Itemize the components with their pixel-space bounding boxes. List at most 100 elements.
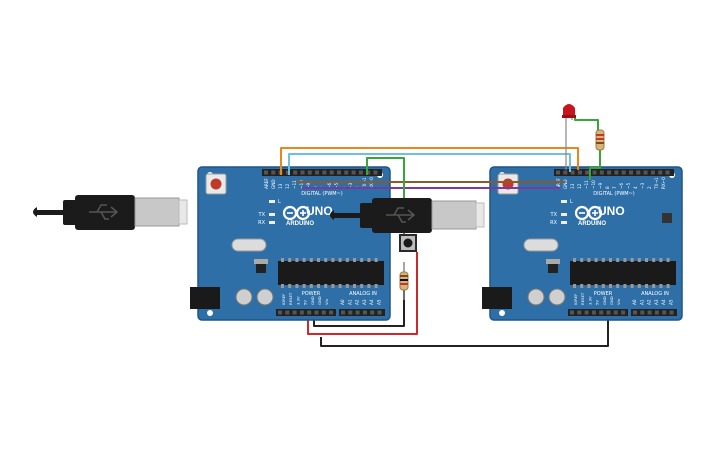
header-pin[interactable] xyxy=(650,170,655,175)
usb-cable-icon[interactable] xyxy=(33,195,188,230)
header-pin[interactable] xyxy=(563,170,568,175)
header-pin[interactable] xyxy=(307,170,312,175)
chip-pin xyxy=(360,284,364,288)
header-pin[interactable] xyxy=(285,170,290,175)
header-pin[interactable] xyxy=(665,170,670,175)
header-pin[interactable] xyxy=(606,310,611,315)
header-pin[interactable] xyxy=(636,170,641,175)
header-pin[interactable] xyxy=(299,310,304,315)
digital-pin-label: 7 xyxy=(612,186,617,189)
capacitor xyxy=(235,288,253,306)
header-pin[interactable] xyxy=(592,170,597,175)
header-pin[interactable] xyxy=(264,170,268,175)
header-pin[interactable] xyxy=(322,170,327,175)
header-pin[interactable] xyxy=(577,310,582,315)
power-pin-label: 5V xyxy=(595,300,600,305)
header-pin[interactable] xyxy=(662,310,667,315)
usb-cord-end xyxy=(330,210,334,220)
header-pin[interactable] xyxy=(570,170,575,175)
usb-cable-icon[interactable] xyxy=(330,198,485,233)
header-pin[interactable] xyxy=(370,310,375,315)
header-pin[interactable] xyxy=(315,170,320,175)
chip-pin xyxy=(338,284,342,288)
header-pin[interactable] xyxy=(362,310,367,315)
header-pin[interactable] xyxy=(556,170,560,175)
wire-pin13-orange[interactable] xyxy=(280,147,579,175)
header-pin[interactable] xyxy=(570,310,574,315)
header-pin[interactable] xyxy=(654,310,659,315)
resistor-icon[interactable] xyxy=(595,129,605,151)
reset-button[interactable] xyxy=(210,178,222,190)
model-label: UNO xyxy=(598,204,625,218)
header-pin[interactable] xyxy=(607,170,612,175)
header-pin[interactable] xyxy=(640,310,645,315)
header-pin[interactable] xyxy=(285,310,290,315)
header-pin[interactable] xyxy=(344,170,349,175)
digital-pin-label: 12 xyxy=(285,183,290,189)
resistor-icon[interactable] xyxy=(399,262,409,300)
header-pin[interactable] xyxy=(329,310,334,315)
tx-label: TX xyxy=(550,212,558,218)
wire-gnd-black[interactable] xyxy=(320,316,609,347)
header-pin[interactable] xyxy=(647,310,652,315)
header-pin[interactable] xyxy=(314,310,319,315)
header-pin[interactable] xyxy=(337,170,341,175)
header-pin[interactable] xyxy=(358,170,363,175)
header-pin[interactable] xyxy=(293,170,298,175)
header-pin[interactable] xyxy=(621,170,626,175)
analog-header xyxy=(631,309,677,316)
chip-pin xyxy=(302,284,306,288)
header-pin[interactable] xyxy=(577,170,582,175)
header-pin[interactable] xyxy=(614,170,619,175)
header-pin[interactable] xyxy=(613,310,618,315)
pushbutton-icon[interactable] xyxy=(399,234,417,252)
header-pin[interactable] xyxy=(278,310,282,315)
wire-gnd-button[interactable] xyxy=(313,290,405,327)
digital-pin-label: 8 xyxy=(605,186,610,189)
header-pin[interactable] xyxy=(599,310,604,315)
header-pin[interactable] xyxy=(321,310,326,315)
wire-led-green[interactable] xyxy=(574,116,599,140)
brand-label: ARDUINO xyxy=(286,221,314,227)
header-pin[interactable] xyxy=(658,170,663,175)
header-pin[interactable] xyxy=(585,170,590,175)
wire-pin12-lightblue[interactable] xyxy=(288,153,571,175)
led-icon[interactable] xyxy=(562,104,576,170)
wire-5v-red[interactable] xyxy=(307,252,418,335)
header-pin[interactable] xyxy=(366,170,371,175)
chip-pin xyxy=(601,258,605,262)
header-pin[interactable] xyxy=(629,170,633,175)
header-pin[interactable] xyxy=(292,310,297,315)
power-header-label: POWER xyxy=(594,291,613,297)
header-pin[interactable] xyxy=(621,310,626,315)
led-base xyxy=(562,115,576,118)
header-pin[interactable] xyxy=(669,310,674,315)
header-pin[interactable] xyxy=(341,310,345,315)
header-pin[interactable] xyxy=(300,170,305,175)
pushbutton-cap[interactable] xyxy=(403,238,413,248)
header-pin[interactable] xyxy=(373,170,378,175)
header-pin[interactable] xyxy=(351,170,356,175)
header-pin[interactable] xyxy=(599,170,604,175)
chip-pin xyxy=(345,284,349,288)
header-pin[interactable] xyxy=(591,310,596,315)
analog-pin-label: A3 xyxy=(654,299,659,305)
tx-led xyxy=(561,213,567,216)
wire-resistor-green[interactable] xyxy=(589,150,601,180)
header-pin[interactable] xyxy=(377,310,382,315)
regulator-tab xyxy=(546,259,560,264)
chip-pin xyxy=(609,284,612,288)
header-pin[interactable] xyxy=(643,170,648,175)
rx-led xyxy=(561,221,567,224)
header-pin[interactable] xyxy=(271,170,276,175)
header-pin[interactable] xyxy=(307,310,312,315)
header-pin[interactable] xyxy=(329,170,334,175)
header-pin[interactable] xyxy=(348,310,353,315)
header-pin[interactable] xyxy=(633,310,637,315)
power-pin-label: IOREF xyxy=(281,294,286,305)
header-pin[interactable] xyxy=(355,310,360,315)
header-pin[interactable] xyxy=(584,310,589,315)
